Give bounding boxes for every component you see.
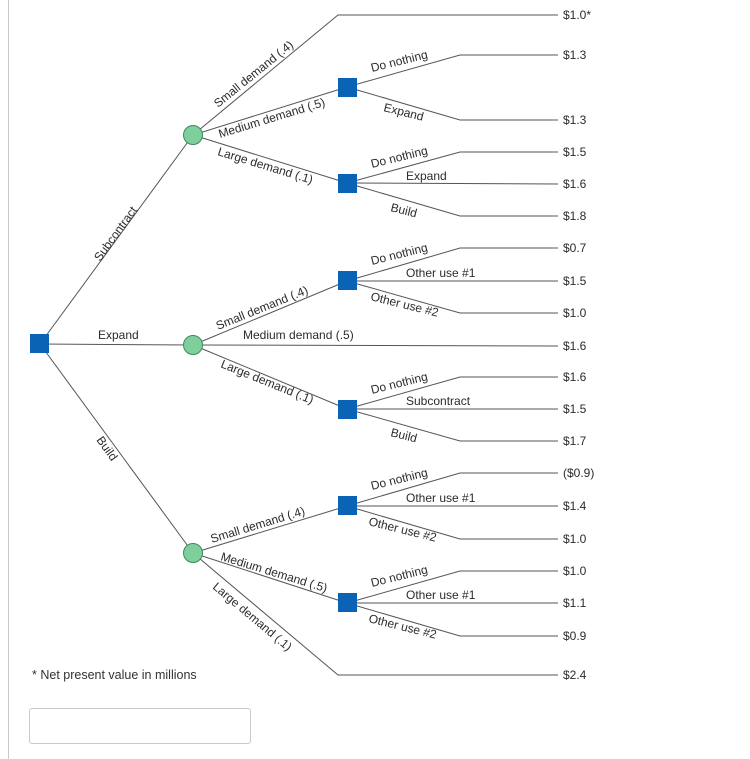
label-exp-small-other-1: Other use #1: [406, 266, 476, 280]
root-decision-node: [30, 334, 49, 353]
decision-node-exp-small: [338, 271, 357, 290]
decision-node-bld-small: [338, 496, 357, 515]
label-expand: Expand: [98, 328, 139, 342]
label-bld-small-other-1: Other use #1: [406, 491, 476, 505]
label-exp-large-demand: Large demand (.1): [219, 357, 316, 407]
payoff-value: $1.5: [563, 402, 587, 416]
payoff-value: $1.6: [563, 370, 587, 384]
chance-node-subcontract: [183, 125, 203, 145]
label-exp-large-build: Build: [389, 425, 418, 445]
footnote-npv: * Net present value in millions: [32, 668, 197, 682]
payoff-value: $1.0*: [563, 8, 591, 22]
page-left-border: [8, 0, 9, 759]
label-bld-large-demand: Large demand (.1): [210, 580, 295, 654]
payoff-value: $1.4: [563, 499, 587, 513]
payoff-value: $1.6: [563, 177, 587, 191]
payoff-value: $1.5: [563, 274, 587, 288]
decision-node-exp-large: [338, 400, 357, 419]
label-exp-small-do-nothing: Do nothing: [369, 240, 429, 268]
decision-node-sub-large: [338, 174, 357, 193]
payoff-value: $0.7: [563, 241, 587, 255]
label-sub-med-expand: Expand: [382, 100, 425, 123]
payoff-value: $1.7: [563, 434, 587, 448]
label-exp-large-subcontract: Subcontract: [406, 394, 471, 408]
label-exp-small-other-2: Other use #2: [369, 289, 440, 319]
label-exp-medium-demand: Medium demand (.5): [243, 328, 354, 342]
payoff-value: $1.1: [563, 596, 587, 610]
label-sub-large-expand: Expand: [406, 169, 447, 183]
label-sub-large-do-nothing: Do nothing: [369, 143, 429, 171]
label-exp-large-do-nothing: Do nothing: [369, 369, 429, 397]
label-subcontract: Subcontract: [91, 203, 140, 264]
payoff-value: $2.4: [563, 668, 587, 682]
answer-input[interactable]: [29, 708, 251, 744]
label-bld-med-other-2: Other use #2: [367, 611, 438, 641]
chance-node-expand: [183, 335, 203, 355]
payoff-value: $1.8: [563, 209, 587, 223]
payoff-value: $1.6: [563, 339, 587, 353]
label-bld-small-demand: Small demand (.4): [209, 504, 307, 546]
payoff-value: $1.0: [563, 306, 587, 320]
label-sub-med-do-nothing: Do nothing: [369, 47, 429, 75]
payoff-value: $1.3: [563, 113, 587, 127]
label-bld-med-do-nothing: Do nothing: [369, 562, 429, 590]
label-sub-small-demand: Small demand (.4): [211, 38, 296, 111]
payoff-value: $1.0: [563, 564, 587, 578]
label-bld-med-other-1: Other use #1: [406, 588, 476, 602]
label-sub-large-build: Build: [389, 200, 418, 220]
decision-node-sub-medium: [338, 78, 357, 97]
payoff-value: $1.3: [563, 48, 587, 62]
decision-node-bld-medium: [338, 593, 357, 612]
payoff-value: $0.9: [563, 629, 587, 643]
label-bld-small-do-nothing: Do nothing: [369, 465, 429, 493]
chance-node-build: [183, 543, 203, 563]
label-exp-small-demand: Small demand (.4): [214, 283, 310, 333]
payoff-value: $1.0: [563, 532, 587, 546]
label-bld-small-other-2: Other use #2: [367, 514, 438, 544]
payoff-value: $1.5: [563, 145, 587, 159]
payoff-value: ($0.9): [563, 466, 594, 480]
label-sub-large-demand: Large demand (.1): [216, 144, 315, 186]
label-build: Build: [94, 434, 121, 464]
